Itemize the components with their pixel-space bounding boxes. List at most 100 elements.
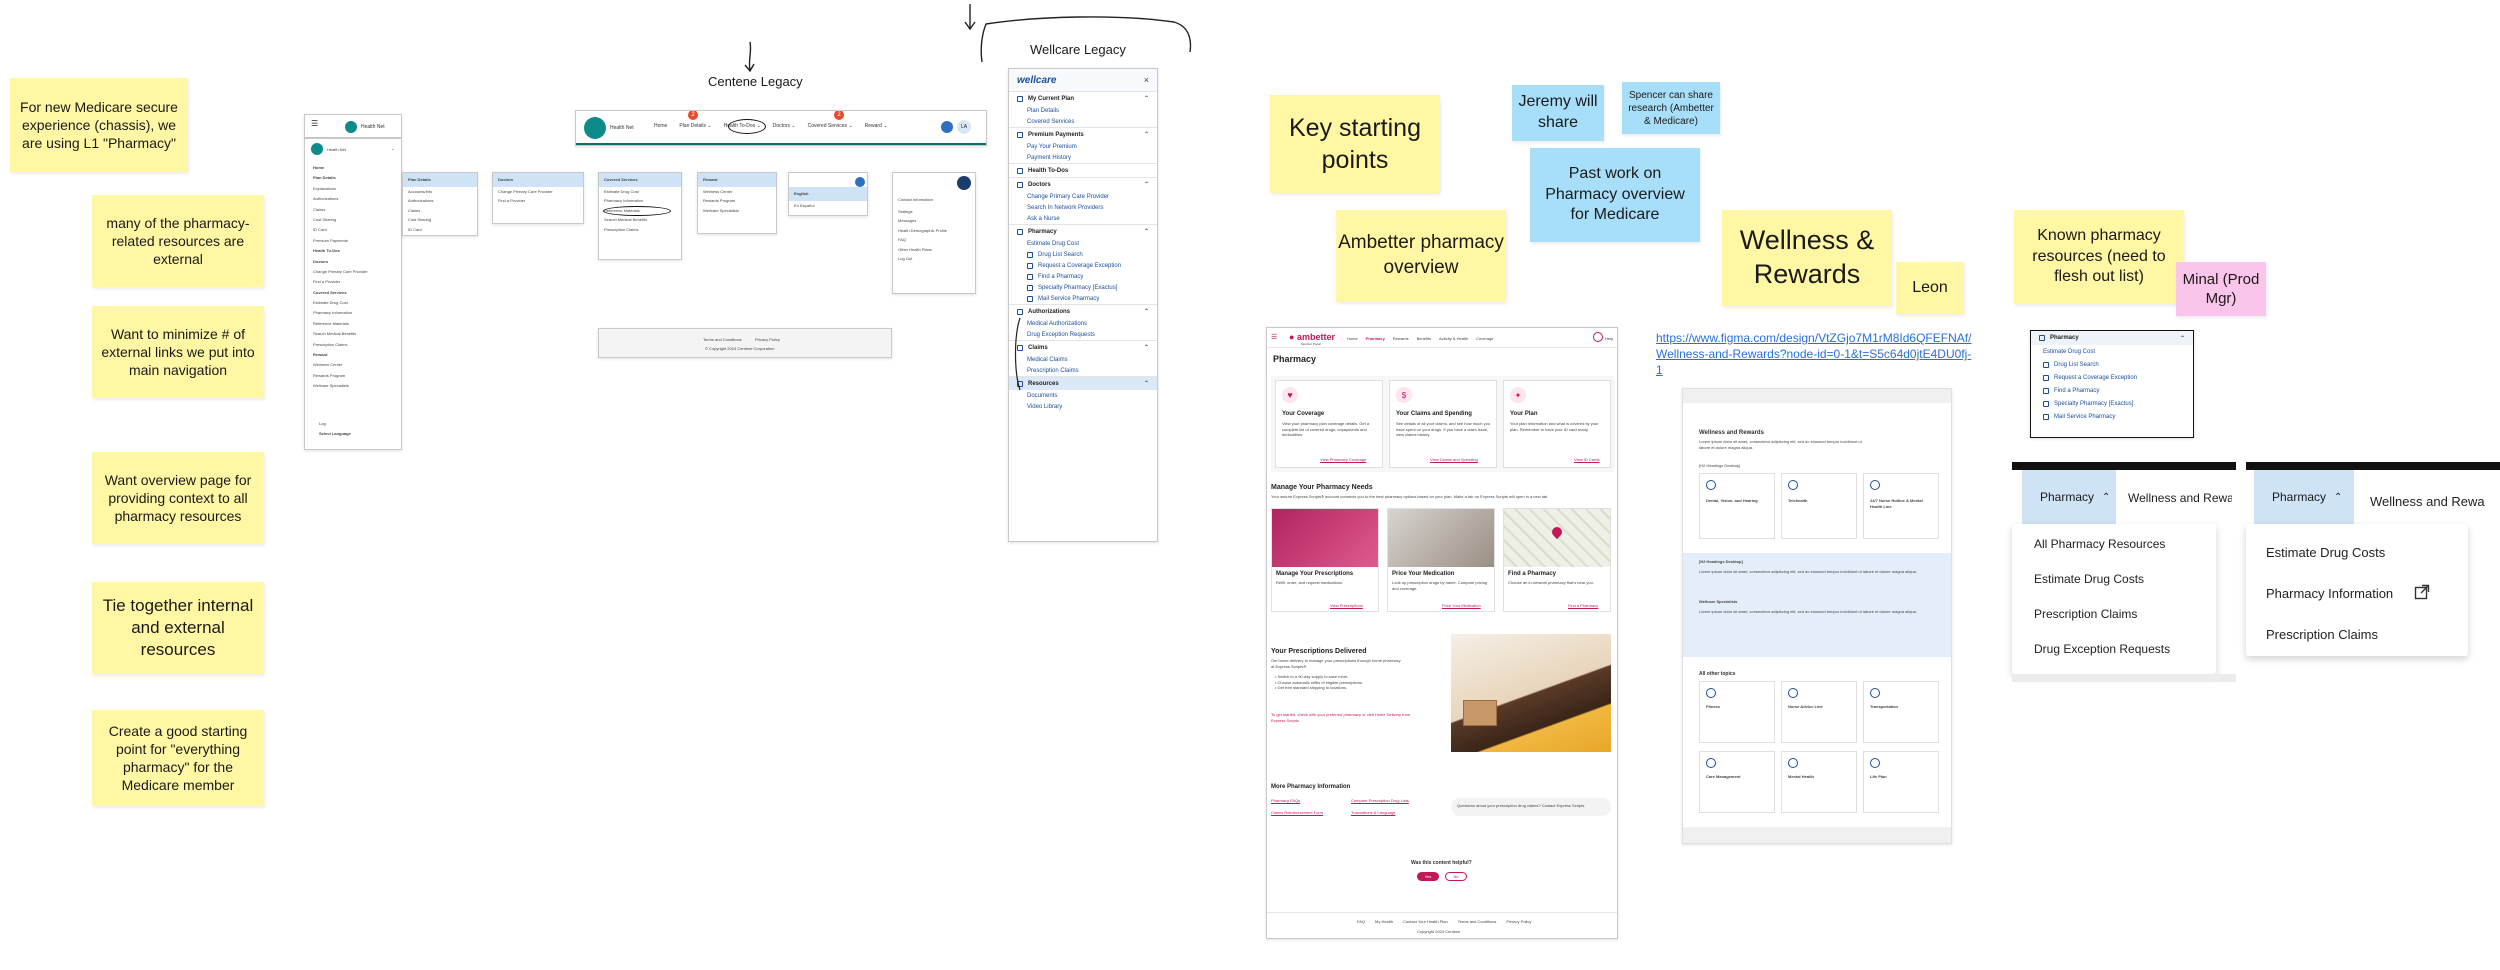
dropdown-item[interactable]: FAQ [898, 237, 907, 243]
dropdown-item[interactable]: Cost Sharing [408, 217, 432, 223]
wellcare-menu-item[interactable]: Medical Authorizations [1009, 318, 1157, 329]
wellcare-menu-item[interactable]: Search In Network Providers [1009, 202, 1157, 213]
wellcare-section-header[interactable]: Claims⌃ [1009, 340, 1157, 354]
account-avatar[interactable] [957, 176, 971, 190]
wellcare-menu-item[interactable]: Video Library [1009, 401, 1157, 412]
side-menu-item[interactable]: Change Primary Care Provider [313, 268, 368, 274]
helpful-no-button[interactable]: No [1445, 872, 1467, 881]
side-menu-item[interactable]: Authorizations [313, 196, 339, 202]
menu-icon[interactable]: ☰ [311, 119, 319, 128]
dropdown-item[interactable]: Health Demographic Profile [898, 227, 947, 233]
dropdown-item[interactable]: Covered Services [599, 173, 681, 187]
side-menu-item[interactable]: Doctors [313, 258, 329, 264]
ambetter-nav-item[interactable]: Rewards [1392, 336, 1409, 341]
dropdown-a-item[interactable]: All Pharmacy Resources [2034, 537, 2166, 551]
menu-icon[interactable]: ☰ [1271, 334, 1278, 341]
close-icon[interactable]: ⌄ [391, 146, 395, 151]
side-menu-item[interactable]: Wellness Center [313, 362, 343, 368]
wellcare-section-header[interactable]: Doctors⌃ [1009, 177, 1157, 191]
dropdown-a-item[interactable]: Drug Exception Requests [2034, 642, 2171, 656]
wellcare-menu-item[interactable]: Medical Claims [1009, 354, 1157, 365]
dropdown-b-item[interactable]: Estimate Drug Costs [2266, 545, 2386, 560]
tile-link[interactable]: Find a Pharmacy [1568, 603, 1599, 608]
side-menu-item[interactable]: Home [313, 165, 325, 170]
footer-link[interactable]: Contact Your Health Plan [1403, 919, 1448, 924]
side-menu-item[interactable]: Prescription Claims [313, 341, 348, 347]
wellcare-section-header[interactable]: Premium Payments⌃ [1009, 127, 1157, 141]
side-menu-item[interactable]: Covered Services [313, 289, 347, 295]
side-menu-item[interactable]: Estimate Drug Cost [313, 300, 348, 306]
dropdown-item[interactable]: Doctors [493, 173, 583, 187]
tile-link[interactable]: Price Your Medication [1442, 603, 1481, 608]
wellcare-section-header[interactable]: Pharmacy⌃ [1009, 224, 1157, 238]
dropdown-item[interactable]: En Español [794, 202, 815, 208]
side-menu-item[interactable]: Reward [313, 352, 328, 358]
side-menu-item[interactable]: Pharmacy Information [313, 310, 353, 316]
side-menu-item[interactable]: ID Card [313, 227, 327, 233]
ambetter-nav-item[interactable]: Coverage [1476, 336, 1494, 341]
card-link[interactable]: View Pharmacy Coverage [1320, 457, 1367, 462]
ambetter-nav-item[interactable]: Home [1347, 336, 1358, 341]
dropdown-item[interactable]: English [789, 187, 867, 201]
card-link[interactable]: View ID Cards [1574, 457, 1600, 462]
dropdown-item[interactable]: ID Card [408, 226, 422, 232]
side-menu-item[interactable]: Wellcare Specialists [313, 383, 349, 389]
list-header[interactable]: Pharmacy ⌃ [2031, 331, 2193, 345]
wellcare-menu-item[interactable]: Pay Your Premium [1009, 141, 1157, 152]
helpful-yes-button[interactable]: Yes [1417, 872, 1439, 881]
tab-pharmacy-b[interactable]: Pharmacy ⌃ [2254, 470, 2354, 524]
side-menu-item[interactable]: Explanations [313, 185, 336, 191]
bell-icon[interactable] [941, 121, 953, 133]
account-icon[interactable] [1593, 332, 1603, 342]
wellcare-menu-item[interactable]: Drug List Search [1009, 249, 1157, 260]
dropdown-item[interactable]: Other Health Plans [898, 246, 932, 252]
ambetter-nav-item[interactable]: Pharmacy [1365, 336, 1385, 341]
wellcare-menu-item[interactable]: Estimate Drug Cost [1009, 238, 1157, 249]
known-list-item[interactable]: Request a Coverage Exception [2031, 371, 2193, 384]
dropdown-item[interactable]: Contact Information [898, 197, 933, 203]
help-link[interactable]: Help [1605, 336, 1614, 341]
side-menu-item[interactable]: Claims [313, 206, 326, 212]
avatar[interactable]: LA [957, 120, 971, 134]
dropdown-item[interactable]: Plan Details [403, 173, 477, 187]
wellcare-menu-item[interactable]: Change Primary Care Provider [1009, 191, 1157, 202]
wellcare-menu-item[interactable]: Covered Services [1009, 116, 1157, 127]
dropdown-item[interactable]: Premium Payments [403, 235, 477, 236]
nav-item[interactable]: Doctors ⌄ [772, 123, 796, 129]
side-menu-item[interactable]: Health To-Dos [313, 248, 340, 254]
dropdown-item[interactable]: Wellness Center [703, 188, 733, 194]
dropdown-item[interactable]: Accounts/Info [408, 188, 433, 194]
tab-wellness-b[interactable]: Wellness and Rewa [2370, 494, 2485, 509]
wellness-topic-tile[interactable]: Life Plan [1863, 751, 1939, 813]
wellcare-menu-item[interactable]: Mail Service Pharmacy [1009, 293, 1157, 304]
side-footer-log[interactable]: Log [319, 421, 326, 426]
footer-link-terms[interactable]: Terms and Conditions [703, 337, 742, 342]
wellcare-menu-item[interactable]: Prescription Claims [1009, 365, 1157, 376]
tile-link[interactable]: View Prescriptions [1330, 603, 1363, 608]
dropdown-item[interactable]: Find a Provider [498, 198, 526, 204]
side-menu-item[interactable]: Rewards Program [313, 372, 346, 378]
dropdown-item[interactable]: Claims [408, 207, 421, 213]
language-icon[interactable] [855, 177, 865, 187]
wellcare-menu-item[interactable]: Specialty Pharmacy [Exactus] [1009, 282, 1157, 293]
dropdown-item[interactable]: Prescription Claims [604, 226, 639, 232]
known-list-item[interactable]: Find a Pharmacy [2031, 384, 2193, 397]
dropdown-item[interactable]: Estimate Drug Cost [604, 188, 639, 194]
more-link-translations[interactable]: Translations & Language [1351, 810, 1396, 815]
dropdown-item[interactable]: Change Primary Care Provider [498, 188, 553, 194]
close-icon[interactable]: × [1143, 75, 1149, 85]
wellcare-menu-item[interactable]: Request a Coverage Exception [1009, 260, 1157, 271]
footer-link-privacy[interactable]: Privacy Policy [755, 337, 780, 342]
wellcare-section-header[interactable]: Health To-Dos [1009, 163, 1157, 177]
dropdown-item[interactable]: Settings [898, 208, 913, 214]
wellcare-menu-item[interactable]: Payment History [1009, 152, 1157, 163]
footer-link[interactable]: FAQ [1357, 919, 1366, 924]
dropdown-a-item[interactable]: Estimate Drug Costs [2034, 572, 2145, 586]
side-footer-language[interactable]: Select Language [319, 431, 351, 436]
nav-item[interactable]: Home [654, 123, 668, 129]
wellcare-section-header[interactable]: My Current Plan⌃ [1009, 91, 1157, 105]
footer-link[interactable]: Privacy Policy [1506, 919, 1532, 924]
more-link-compare[interactable]: Compare Prescription Drug Lists [1351, 798, 1409, 803]
card-link[interactable]: View Claims and Spending [1430, 457, 1478, 462]
footer-link[interactable]: Terms and Conditions [1457, 919, 1497, 924]
